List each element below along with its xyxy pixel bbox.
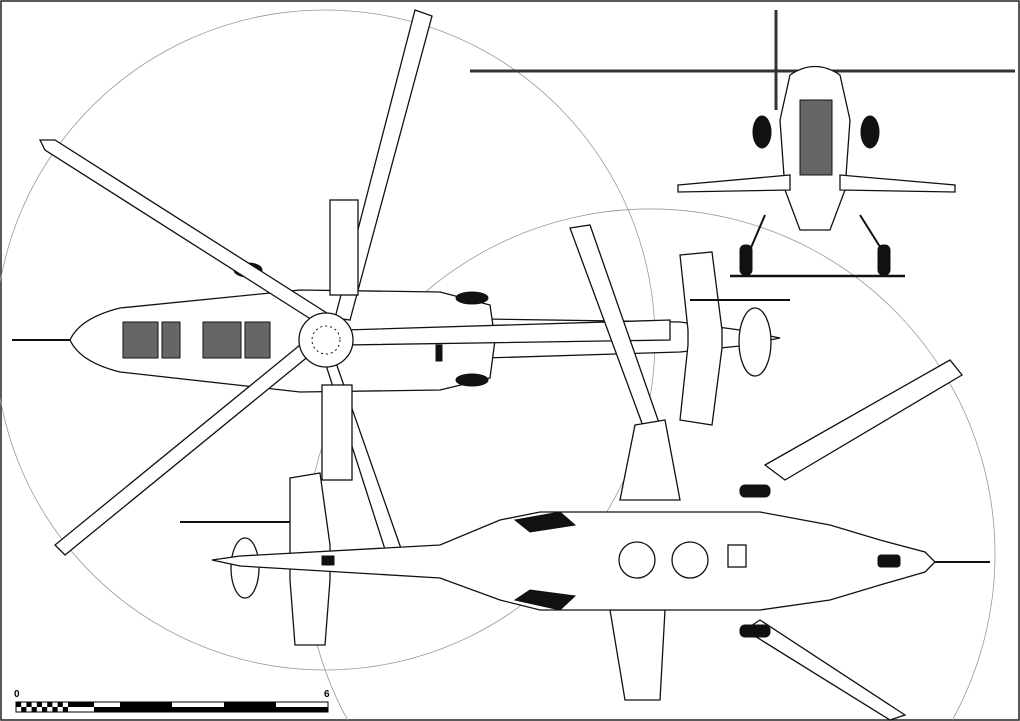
scale-end-label: 6 bbox=[324, 689, 330, 700]
scale-segment bbox=[224, 702, 276, 712]
exhaust bbox=[455, 373, 489, 387]
front-view bbox=[470, 10, 1015, 278]
scale-check bbox=[57, 702, 63, 707]
access-panel bbox=[727, 544, 747, 568]
exhaust bbox=[513, 589, 577, 611]
engine-exhaust bbox=[752, 115, 772, 149]
exhaust bbox=[455, 291, 489, 305]
side-rotor-blade bbox=[763, 359, 963, 481]
side-view bbox=[180, 224, 990, 721]
rotor-blade bbox=[38, 139, 332, 326]
antenna bbox=[435, 344, 443, 362]
wheel bbox=[739, 484, 771, 498]
scale-check bbox=[36, 702, 42, 707]
scale-bar bbox=[15, 701, 329, 713]
engine-intake bbox=[671, 541, 709, 579]
stub-wing bbox=[677, 174, 791, 193]
horizontal-stabilizer bbox=[679, 251, 723, 426]
engine-exhaust bbox=[860, 115, 880, 149]
scale-check bbox=[26, 702, 32, 707]
rotor-hub bbox=[298, 312, 354, 368]
engine-fairing bbox=[321, 384, 353, 481]
scale-segment bbox=[68, 702, 94, 707]
scale-segment bbox=[120, 702, 172, 712]
canopy-panel bbox=[244, 321, 271, 359]
scale-start-label: 0 bbox=[14, 689, 20, 700]
scale-check bbox=[31, 707, 37, 712]
engine-intake bbox=[618, 541, 656, 579]
scale-segment bbox=[94, 707, 120, 712]
canopy-panel bbox=[122, 321, 159, 359]
landing-gear-strut bbox=[859, 214, 883, 251]
canopy-front bbox=[799, 99, 833, 176]
scale-check bbox=[62, 707, 68, 712]
stub-wing bbox=[609, 609, 666, 701]
sensor-turret bbox=[877, 554, 901, 568]
scale-checks bbox=[16, 702, 68, 712]
canopy-panel bbox=[161, 321, 181, 359]
scale-check bbox=[42, 707, 48, 712]
canopy-panel bbox=[202, 321, 242, 359]
scale-check bbox=[21, 707, 27, 712]
tail-wheel bbox=[321, 555, 335, 566]
vertical-fin bbox=[619, 419, 681, 501]
scale-segment bbox=[172, 707, 224, 712]
landing-gear-strut bbox=[749, 214, 766, 251]
engine-fairing bbox=[329, 199, 359, 296]
scale-check bbox=[52, 707, 58, 712]
tail-rotor bbox=[230, 537, 260, 599]
scale-check bbox=[47, 702, 53, 707]
scale-check bbox=[16, 702, 22, 707]
scale-segment bbox=[276, 707, 328, 712]
exhaust bbox=[513, 511, 577, 533]
tail-rotor bbox=[738, 307, 772, 377]
top-view bbox=[12, 9, 790, 566]
wheel bbox=[877, 244, 891, 276]
rotor-blade bbox=[334, 9, 433, 321]
wheel bbox=[739, 624, 771, 638]
stub-wing bbox=[839, 174, 956, 193]
rotor-hub-bolts bbox=[311, 325, 341, 355]
